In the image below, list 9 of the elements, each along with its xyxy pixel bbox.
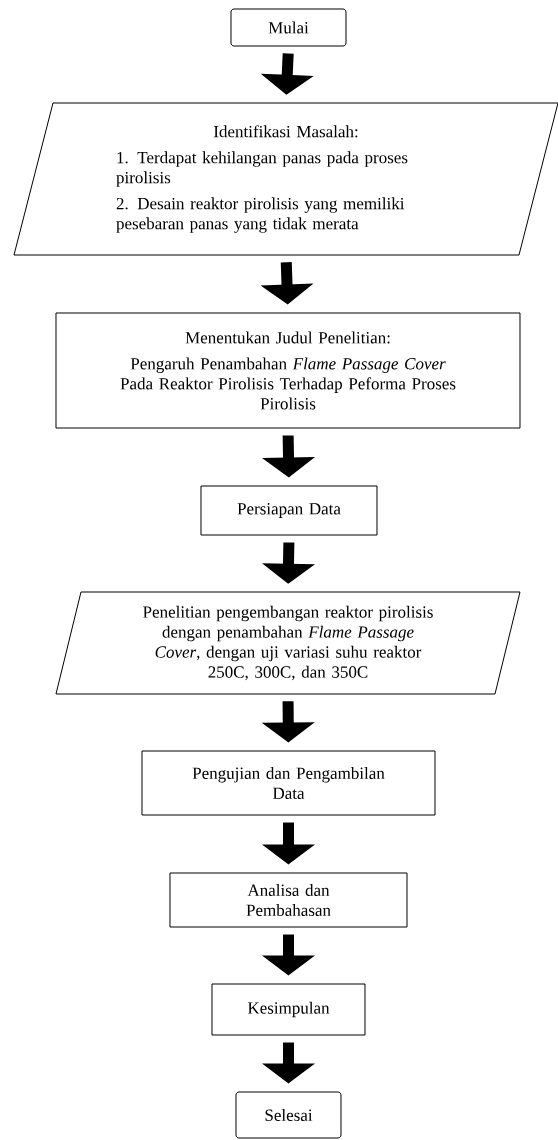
process-box: Kesimpulan [211,983,366,1036]
process-box: Menentukan Judul Penelitian: Pengaruh Penambahan Flame Passage Cover Pada Reaktor Pirolisis Terhadap Peforma Proses Pirolisis [55,312,521,429]
process-box: Analisa dan Pembahasan [169,872,408,928]
terminal-box: Mulai [230,8,347,47]
input-output-parallelogram: Identifikasi Masalah: 1. Terdapat kehilangan panas pada proses pirolisis 2. Desain reaktor pirolisis yang memiliki pesebaran panas yang tidak merata [13,102,558,256]
process-box: Pengujian dan Pengambilan Data [141,750,436,816]
input-output-parallelogram: Penelitian pengembangan reaktor pirolisis dengan penambahan Flame Passage Cover, dengan uji variasi suhu reaktor 250C, 300C, dan 350C [55,591,521,695]
terminal-box: Selesai [235,1091,342,1139]
process-box: Persiapan Data [200,485,378,536]
